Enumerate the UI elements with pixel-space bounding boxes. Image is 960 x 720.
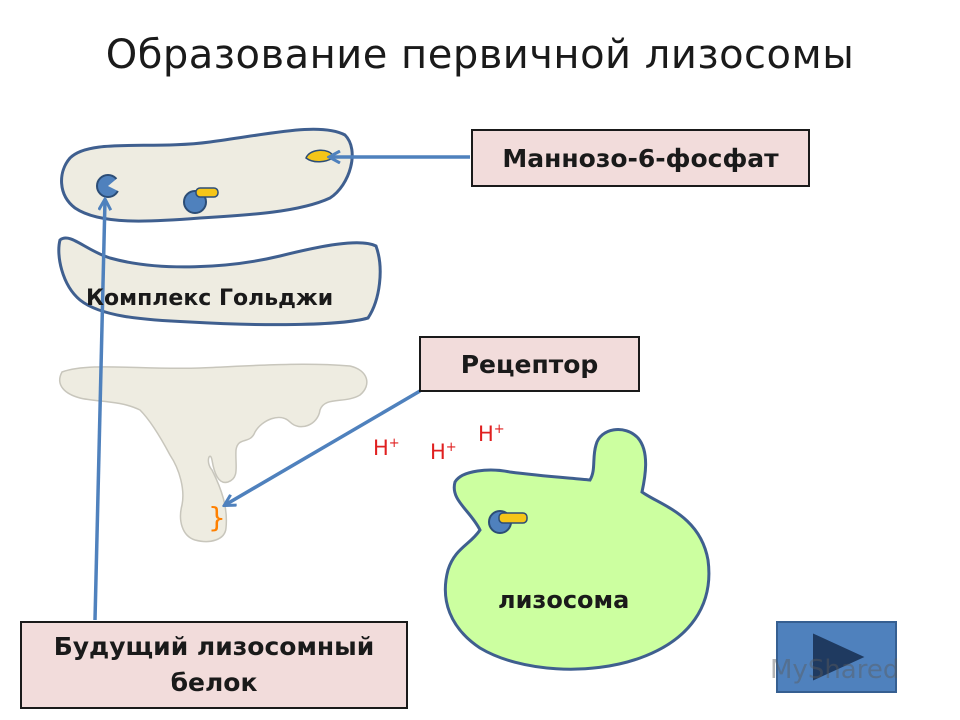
receptor-label: Рецептор [460,349,599,379]
bud-bracket: } [208,501,226,534]
mannose-label-box: Маннозо-6-фосфат [471,129,810,187]
lysosome-receptor-icon [488,510,528,534]
mannose-label: Маннозо-6-фосфат [502,143,779,173]
golgi-cisterna-top [60,127,354,223]
watermark-text: MyShared [770,655,900,685]
proton-3: H+ [478,422,505,446]
lysosome-label: лизосома [498,586,630,614]
proton-2: H+ [430,440,457,464]
play-triangle-icon [813,633,865,681]
page-title: Образование первичной лизосомы [105,32,855,78]
proton-1: H+ [373,436,400,460]
golgi-cisterna-middle [57,236,382,327]
receptor-empty-icon [96,174,121,198]
lysosome-shape [443,428,711,671]
receptor-label-box: Рецептор [419,336,640,392]
receptor-bound-icon [183,187,219,214]
golgi-cisterna-bottom [59,363,368,543]
protein-label-box: Будущий лизосомный белок [20,621,408,709]
next-slide-button[interactable] [776,621,897,693]
arrow-receptor [225,389,421,505]
golgi-label: Комплекс Гольджи [86,286,334,311]
protein-label: Будущий лизосомный белок [53,631,375,697]
arrow-protein [93,200,105,621]
